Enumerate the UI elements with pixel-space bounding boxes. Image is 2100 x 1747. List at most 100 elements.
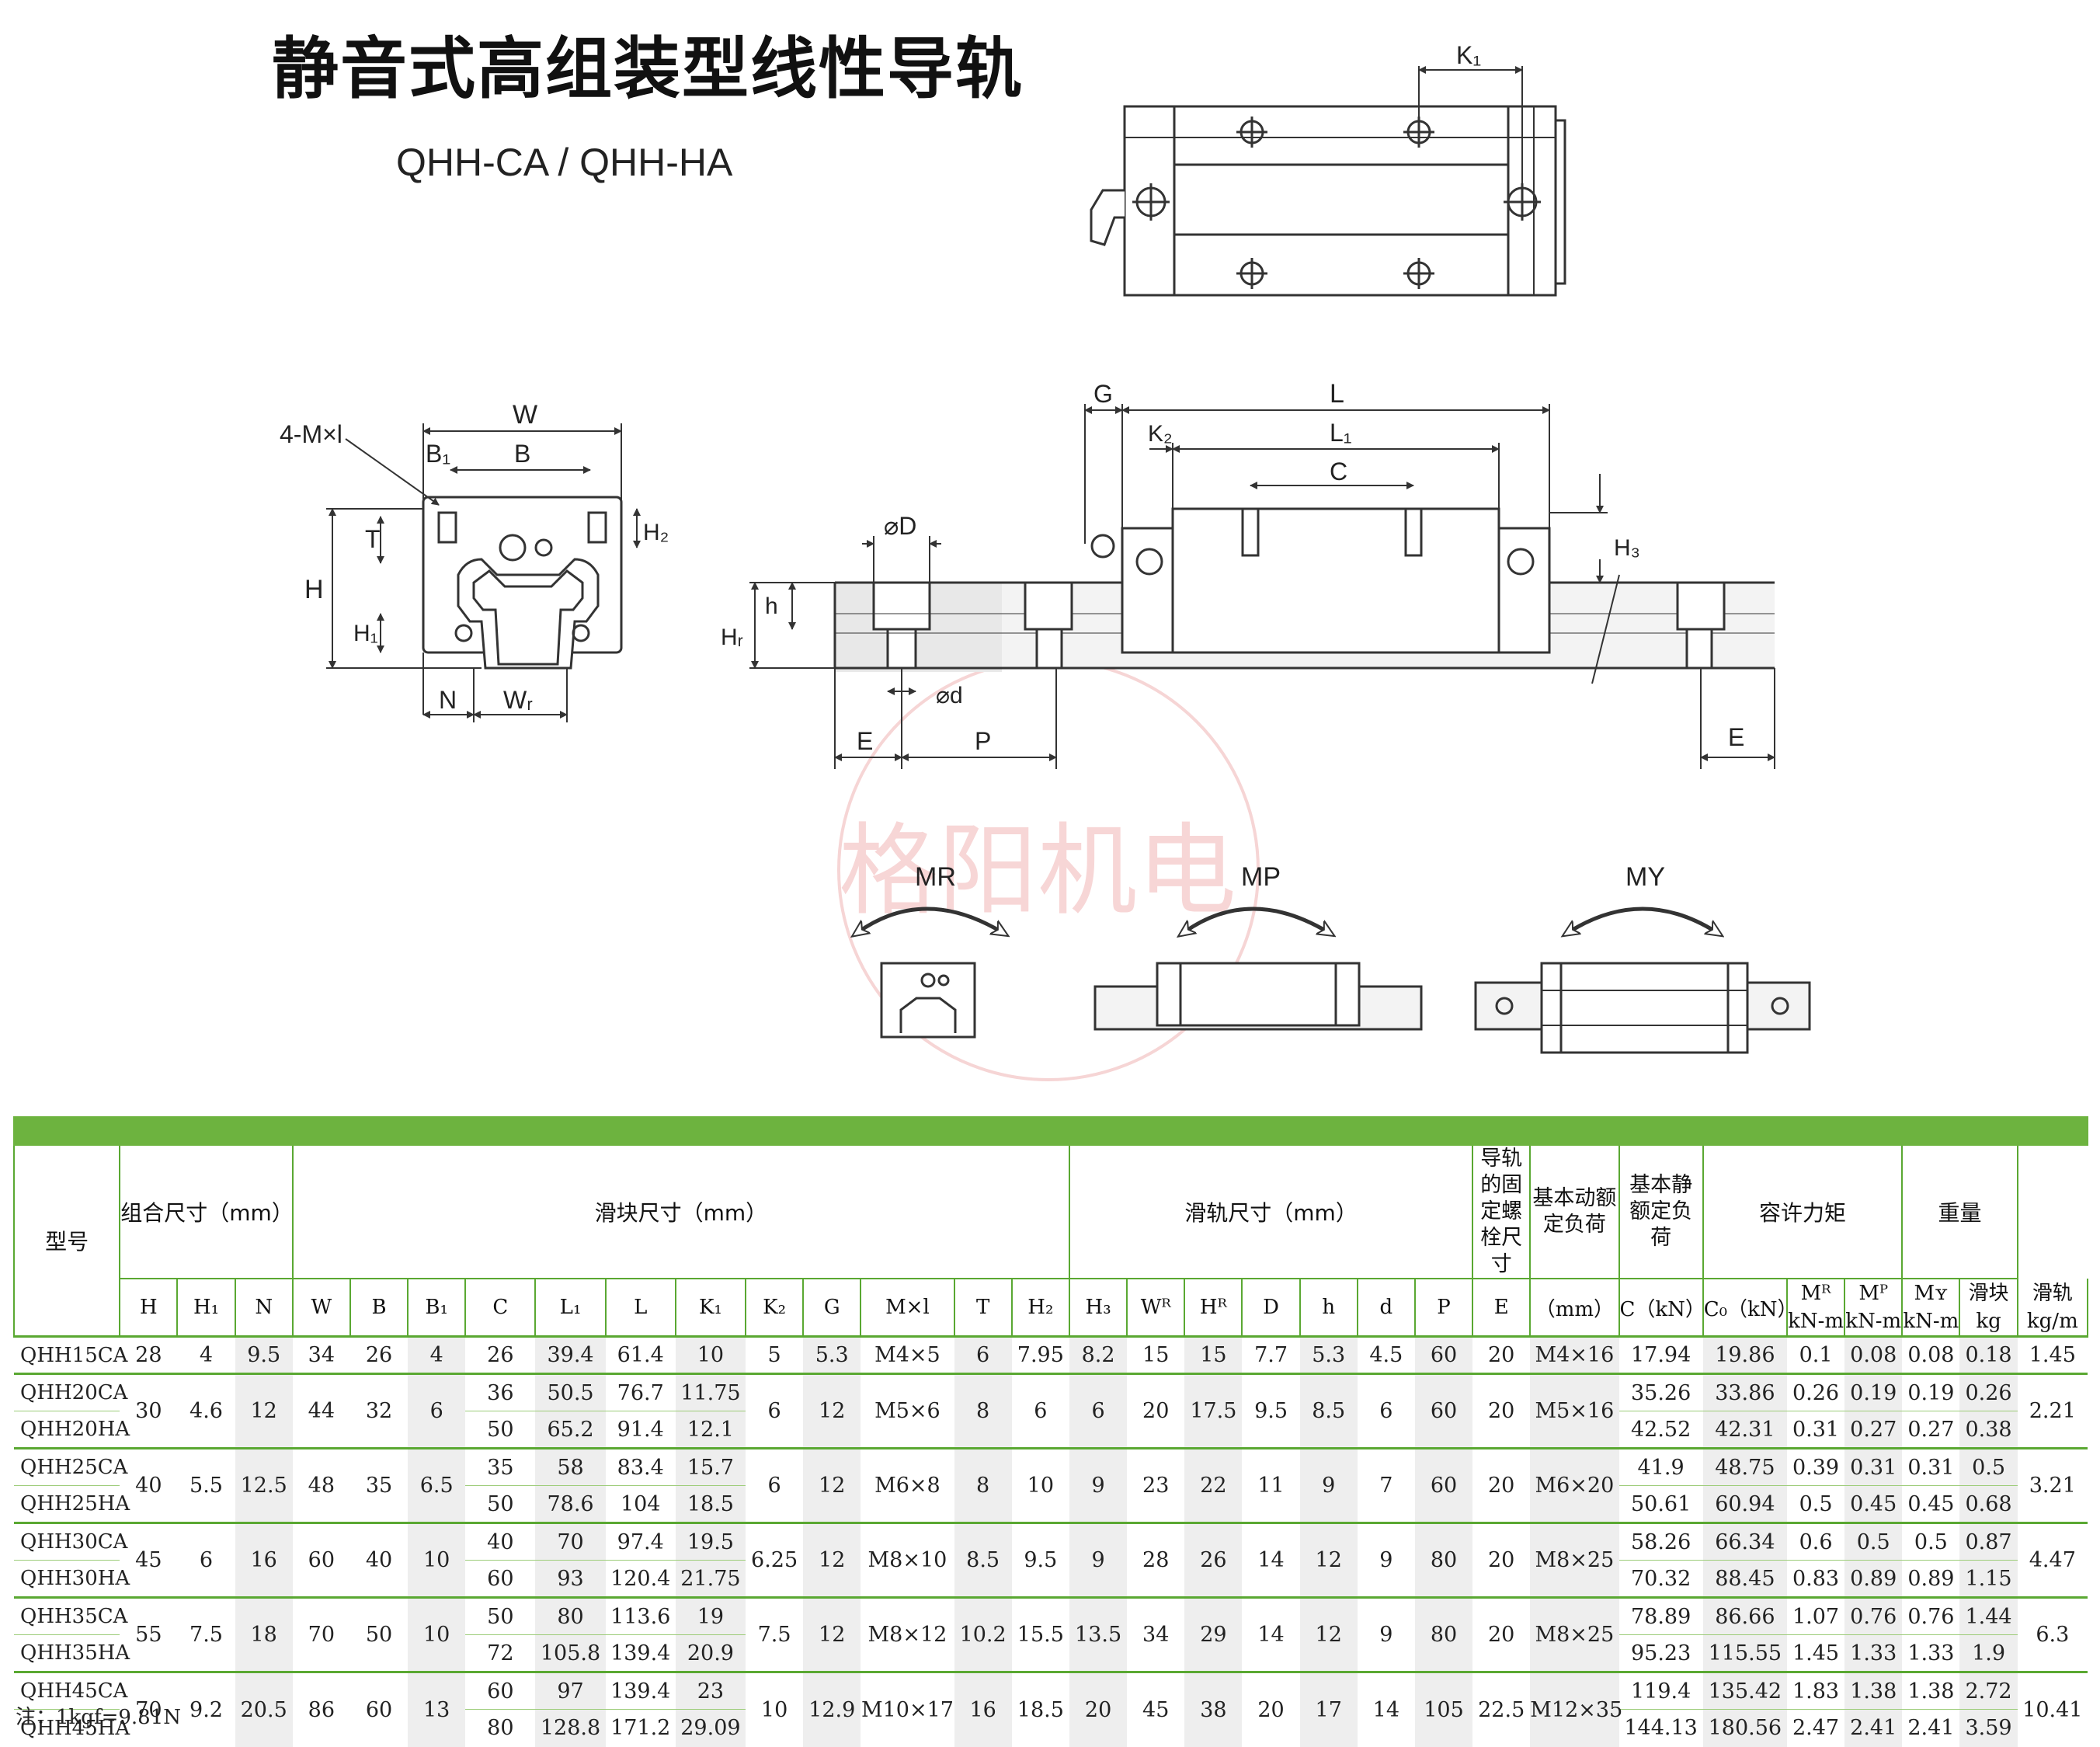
group-moment: 容许力矩 [1702, 1146, 1904, 1279]
mr-unit: kN-m [1788, 1310, 1844, 1333]
table-cell: M6×20 [1530, 1447, 1619, 1523]
table-cell: 48.75 [1702, 1447, 1787, 1486]
col-d-big: D [1241, 1279, 1301, 1337]
table-cell: 61.4 [605, 1335, 676, 1374]
mr-sym: Mᴿ [1800, 1282, 1831, 1305]
col-h2: H₂ [1010, 1279, 1071, 1337]
end-view [326, 423, 641, 722]
n-label: N [439, 686, 457, 714]
col-mxl: M×l [860, 1279, 955, 1337]
table-cell: 26 [349, 1335, 409, 1374]
table-cell: 41.9 [1618, 1447, 1703, 1486]
h3-label: H₃ [1614, 535, 1640, 561]
h-label: H [304, 575, 324, 604]
p-label: P [975, 727, 991, 755]
table-cell: 4.47 [2017, 1522, 2088, 1598]
e-right-label: E [1728, 723, 1744, 751]
group-rail: 滑轨尺寸（mm） [1068, 1146, 1474, 1279]
table-cell: 1.45 [2017, 1335, 2088, 1374]
table-cell: 12 [803, 1522, 861, 1598]
table-cell: 2.41 [1902, 1709, 1960, 1747]
table-cell: 44 [292, 1373, 350, 1449]
table-cell: 95.23 [1618, 1634, 1703, 1672]
table-cell: 60 [1414, 1335, 1473, 1374]
table-cell: 50 [349, 1596, 409, 1672]
table-cell: 22 [1184, 1447, 1243, 1523]
table-cell: 20 [1472, 1373, 1531, 1449]
table-cell: 6 [1011, 1373, 1069, 1449]
technical-drawing: 格阳机电 K₁ [280, 41, 1811, 1081]
table-cell: 0.27 [1844, 1411, 1903, 1449]
table-cell: 80 [535, 1596, 606, 1635]
table-cell: 22.5 [1472, 1671, 1531, 1747]
table-cell: 42.52 [1618, 1411, 1703, 1449]
col-l: L [604, 1279, 676, 1337]
table-cell: 28 [120, 1335, 178, 1374]
table-cell: 0.89 [1844, 1560, 1903, 1598]
table-cell: 55 [120, 1596, 178, 1672]
table-cell: 0.08 [1902, 1335, 1960, 1374]
table-header-bar [13, 1116, 2088, 1146]
mp-sym: Mᴾ [1858, 1282, 1889, 1305]
block-w-unit: kg [1976, 1310, 2001, 1333]
table-cell: 0.87 [1959, 1522, 2018, 1561]
my-sym: Mʏ [1914, 1282, 1949, 1305]
col-c-kn: C（kN） [1618, 1279, 1705, 1337]
table-cell: 12.5 [235, 1447, 293, 1523]
table-cell: 40 [349, 1522, 409, 1598]
table-cell: 15.7 [675, 1447, 746, 1486]
table-cell: 12 [803, 1596, 861, 1672]
table-cell: 0.31 [1902, 1447, 1960, 1486]
table-cell: 1.38 [1902, 1671, 1960, 1710]
table-cell: 6 [1357, 1373, 1415, 1449]
table-cell: 2.72 [1959, 1671, 2018, 1710]
group-static: 基本静额定负荷 [1618, 1146, 1704, 1279]
table-cell: 38 [1184, 1671, 1243, 1747]
table-cell: 60 [1414, 1447, 1473, 1523]
table-cell: 0.45 [1902, 1485, 1960, 1523]
table-cell: 0.5 [1959, 1447, 2018, 1486]
table-cell: 60.94 [1702, 1485, 1787, 1523]
spec-table: 型号 组合尺寸（mm） 滑块尺寸（mm） 滑轨尺寸（mm） 导轨的固定螺栓尺寸 … [12, 1146, 2089, 1747]
table-cell: 10.41 [2017, 1671, 2088, 1747]
table-cell: 39.4 [535, 1335, 606, 1374]
table-cell: 0.38 [1959, 1411, 2018, 1449]
table-cell: 0.26 [1959, 1373, 2018, 1411]
model-cell: QHH35HA [14, 1634, 130, 1672]
moment-views [858, 907, 1811, 1054]
model-cell: QHH45CA [14, 1671, 127, 1710]
table-cell: M8×25 [1530, 1596, 1619, 1672]
my-label: MY [1625, 862, 1665, 892]
table-cell: 0.6 [1786, 1522, 1845, 1561]
table-cell: 50 [465, 1411, 536, 1449]
col-hr: Hᴿ [1184, 1279, 1243, 1337]
table-cell: 120.4 [605, 1560, 676, 1598]
table-cell: 6.25 [746, 1522, 804, 1598]
group-dynamic: 基本动额定负荷 [1529, 1146, 1620, 1279]
table-cell: 60 [1414, 1373, 1473, 1449]
table-cell: 23 [675, 1671, 746, 1710]
table-cell: 6.5 [408, 1447, 466, 1523]
col-b1: B₁ [407, 1279, 467, 1337]
table-cell: 42.31 [1702, 1411, 1787, 1449]
table-cell: 70 [535, 1522, 606, 1561]
table-cell: 9.5 [235, 1335, 293, 1374]
table-cell: 113.6 [605, 1596, 676, 1635]
model-cell: QHH30CA [14, 1522, 127, 1561]
table-cell: 32 [349, 1373, 409, 1449]
table-cell: 1.07 [1786, 1596, 1845, 1635]
table-cell: 2.41 [1844, 1709, 1903, 1747]
table-cell: 0.19 [1844, 1373, 1903, 1411]
table-cell: 105 [1414, 1671, 1473, 1747]
table-cell: 40 [120, 1447, 178, 1523]
table-cell: 9 [1069, 1522, 1128, 1598]
table-cell: 33.86 [1702, 1373, 1787, 1411]
w-label: W [513, 400, 537, 430]
table-cell: 10.2 [954, 1596, 1012, 1672]
table-cell: 128.8 [535, 1709, 606, 1747]
col-w: W [291, 1279, 351, 1337]
table-cell: 8.5 [1299, 1373, 1358, 1449]
